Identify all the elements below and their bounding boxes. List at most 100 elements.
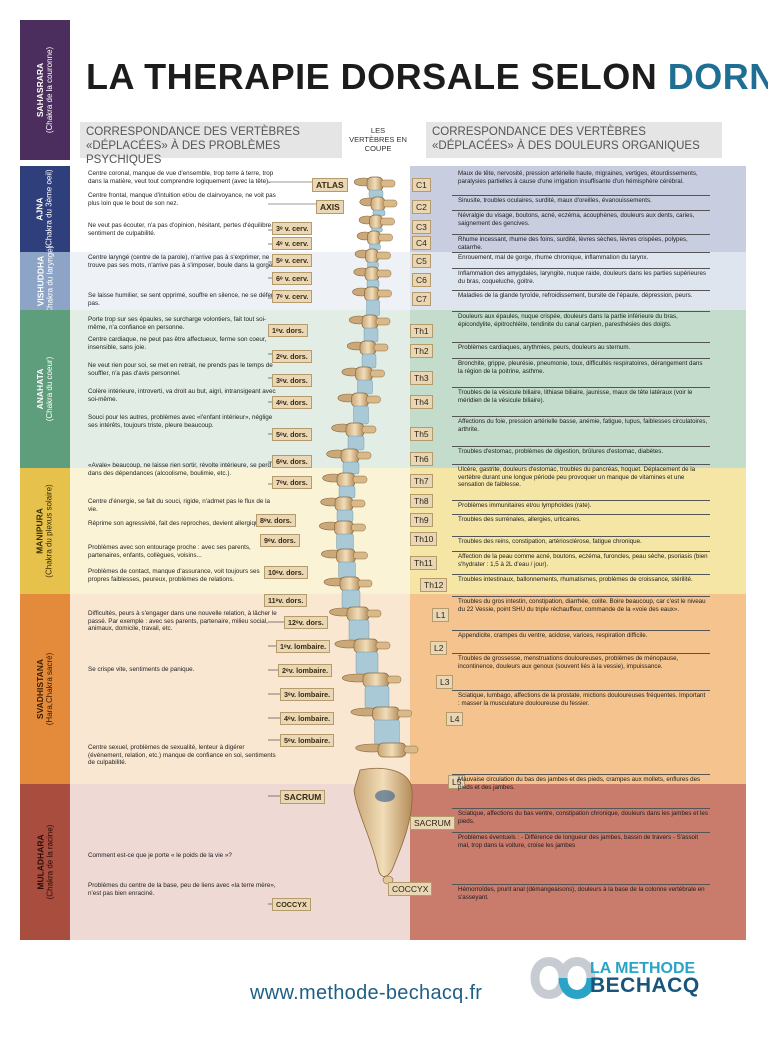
vertebra-label: 1ᵉv. dors. (268, 324, 308, 337)
organic-description: Rhume incessant, rhume des foins, surdit… (458, 236, 688, 251)
row-divider (452, 342, 710, 343)
vertebra-code: Th11 (410, 556, 437, 570)
row-divider (452, 774, 710, 775)
row-divider (452, 630, 710, 631)
row-divider (452, 690, 710, 691)
vertebra-code: Th8 (410, 494, 433, 508)
organic-description: Troubles du gros intestin, constipation,… (458, 598, 706, 613)
band-right-vishuddha (410, 252, 746, 310)
row-divider (452, 416, 710, 417)
organic-description: Maux de tête, nervosité, pression artéri… (458, 170, 698, 185)
vertebra-label: 4ᵉv. lombaire. (280, 712, 335, 725)
vertebra-label: 12ᵉv. dors. (284, 616, 328, 629)
chakra-manipura: MANIPURA(Chakra du plexus solaire) (20, 468, 70, 594)
vertebra-label: COCCYX (272, 898, 311, 911)
chakra-sahasrara: SAHASRARA(Chakra de la couronne) (20, 20, 70, 160)
vertebra-code: L2 (430, 641, 448, 655)
footer-url[interactable]: www.methode-bechacq.fr (250, 982, 483, 1004)
row-divider (452, 536, 710, 537)
organic-description: Névralgie du visage, boutons, acné, eczé… (458, 212, 695, 227)
row-divider (452, 290, 710, 291)
vertebra-label: 7ᵉv. dors. (272, 476, 312, 489)
row-divider (452, 832, 710, 833)
row-divider (452, 596, 710, 597)
psychic-description: Difficultés, peurs à s'engager dans une … (88, 610, 277, 633)
organic-description: Sinusite, troubles oculaires, surdité, m… (458, 197, 652, 204)
vertebra-code: Th6 (410, 452, 433, 466)
row-divider (452, 311, 710, 312)
vertebra-label: 6ᵉ v. cerv. (272, 272, 313, 285)
organic-description: Sciatique, affections du bas ventre, con… (458, 810, 708, 825)
vertebra-label: 10ᵉv. dors. (264, 566, 308, 579)
vertebra-code: C1 (412, 178, 431, 192)
organic-description: Maladies de la glande tyroïde, refroidis… (458, 292, 693, 299)
organic-description: Problèmes cardiaques, arythmies, peurs, … (458, 344, 631, 351)
organic-description: Appendicite, crampes du ventre, acidose,… (458, 632, 648, 639)
vertebra-code: Th9 (410, 513, 433, 527)
row-divider (452, 464, 710, 465)
vertebra-code: C6 (412, 273, 431, 287)
header-right-organic: CORRESPONDANCE DES VERTÈBRES «DÉPLACÉES»… (426, 122, 722, 158)
band-right-ajna (410, 166, 746, 252)
row-divider (452, 653, 710, 654)
row-divider (452, 551, 710, 552)
chakra-vishuddha: VISHUDDHA(Chakra du laryngé) (20, 246, 70, 316)
vertebra-label: AXIS (316, 200, 344, 214)
chakra-ajna: AJNA(Chakra du 3ème oeil) (20, 166, 70, 252)
organic-description: Enrouement, mal de gorge, rhume chroniqu… (458, 254, 649, 261)
vertebra-label: 3ᵉv. lombaire. (280, 688, 335, 701)
row-divider (452, 514, 710, 515)
vertebra-code: L1 (432, 608, 450, 622)
vertebra-label: 2ᵉv. lombaire. (278, 664, 333, 677)
row-divider (452, 252, 710, 253)
psychic-description: Centre coronal, manque de vue d'ensemble… (88, 170, 274, 185)
vertebra-code: SACRUM (410, 816, 455, 830)
psychic-description: Problèmes avec son entourage proche : av… (88, 544, 251, 559)
vertebra-label: 5ᵉ v. cerv. (272, 254, 313, 267)
row-divider (452, 210, 710, 211)
organic-description: Problèmes immunitaires et/ou lymphoïdes … (458, 502, 592, 509)
psychic-description: «Avale» beaucoup, ne laisse rien sortir,… (88, 462, 271, 477)
vertebra-label: 7ᵉ v. cerv. (272, 290, 313, 303)
psychic-description: Ne veut rien pour soi, se met en retrait… (88, 362, 273, 377)
row-divider (452, 387, 710, 388)
row-divider (452, 234, 710, 235)
vertebra-label: ATLAS (312, 178, 348, 192)
psychic-description: Problèmes de contact, manque d'assurance… (88, 568, 260, 583)
organic-description: Troubles des reins, constipation, artéri… (458, 538, 642, 545)
page-title: LA THERAPIE DORSALE SELON DORN (86, 56, 768, 97)
vertebra-label: 4ᵉ v. cerv. (272, 237, 313, 250)
vertebra-code: Th1 (410, 324, 433, 338)
psychic-description: Centre frontal, manque d'intuition et/ou… (88, 192, 276, 207)
organic-description: Troubles de grossesse, menstruations dou… (458, 655, 679, 670)
organic-description: Affections du foie, pression artérielle … (458, 418, 708, 433)
vertebra-code: Th3 (410, 371, 433, 385)
psychic-description: Souci pour les autres, problèmes avec «l… (88, 414, 273, 429)
vertebra-code: Th7 (410, 474, 433, 488)
band-right-muladhara (410, 784, 746, 940)
vertebra-label: 4ᵉv. dors. (272, 396, 312, 409)
vertebra-label: 3ᵉ v. cerv. (272, 222, 313, 235)
psychic-description: Réprime son agressivité, fait des reproc… (88, 520, 264, 527)
psychic-description: Centre laryngé (centre de la parole), n'… (88, 254, 275, 269)
vertebra-label: 6ᵉv. dors. (272, 455, 312, 468)
vertebra-code: Th2 (410, 344, 433, 358)
vertebra-code: C2 (412, 200, 431, 214)
vertebra-label: 5ᵉv. lombaire. (280, 734, 335, 747)
psychic-description: Centre d'énergie, se fait du souci, rigi… (88, 498, 270, 513)
vertebra-code: Th5 (410, 427, 433, 441)
row-divider (452, 500, 710, 501)
vertebra-label: 11ᵉv. dors. (264, 594, 308, 607)
organic-description: Affection de la peau comme acné, boutons… (458, 553, 708, 568)
band-left-vishuddha (70, 252, 410, 310)
row-divider (452, 195, 710, 196)
vertebra-code: Th12 (420, 578, 448, 592)
organic-description: Ulcère, gastrite, douleurs d'estomac, tr… (458, 466, 696, 488)
organic-description: Problèmes éventuels : - Différence de lo… (458, 834, 699, 849)
vertebra-code: C4 (412, 236, 431, 250)
psychic-description: Problèmes du centre de la base, peu de l… (88, 882, 276, 897)
psychic-description: Ne veut pas écouter, n'a pas d'opinion, … (88, 222, 273, 237)
chakra-anahata: ANAHATA(Chakra du coeur) (20, 310, 70, 468)
vertebra-code: Th4 (410, 395, 433, 409)
